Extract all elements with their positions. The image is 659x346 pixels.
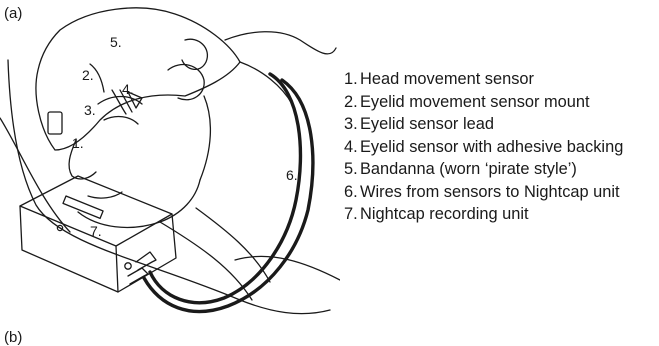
callout-6: 6. — [286, 167, 298, 183]
legend-text: Wires from sensors to Nightcap unit — [360, 181, 620, 204]
legend-number: 1. — [344, 68, 360, 91]
callout-2: 2. — [82, 67, 94, 83]
legend-number: 3. — [344, 113, 360, 136]
legend-text: Bandanna (worn ‘pirate style’) — [360, 158, 577, 181]
callout-1: 1. — [72, 135, 84, 151]
legend-number: 6. — [344, 181, 360, 204]
head-movement-sensor — [48, 112, 62, 134]
legend-item: 3.Eyelid sensor lead — [344, 113, 623, 136]
eye — [104, 117, 138, 124]
legend-text: Eyelid sensor lead — [360, 113, 494, 136]
callout-7: 7. — [90, 223, 102, 239]
legend-item: 7.Nightcap recording unit — [344, 203, 623, 226]
legend-text: Eyelid sensor with adhesive backing — [360, 136, 623, 159]
panel-label-b: (b) — [4, 330, 22, 345]
mouth — [88, 192, 122, 198]
bandanna-outline — [36, 8, 240, 150]
legend-number: 7. — [344, 203, 360, 226]
legend-item: 5.Bandanna (worn ‘pirate style’) — [344, 158, 623, 181]
sleeper-illustration: 5. 2. 3. 4. 1. 6. 7. — [0, 0, 340, 346]
jaw — [200, 96, 210, 180]
wire-inner — [144, 80, 313, 311]
legend-number: 5. — [344, 158, 360, 181]
legend-text: Nightcap recording unit — [360, 203, 529, 226]
legend-text: Eyelid movement sensor mount — [360, 91, 590, 114]
legend-item: 2.Eyelid movement sensor mount — [344, 91, 623, 114]
legend-text: Head movement sensor — [360, 68, 534, 91]
legend-item: 4.Eyelid sensor with adhesive backing — [344, 136, 623, 159]
bandanna-tail — [225, 32, 336, 54]
legend-number: 4. — [344, 136, 360, 159]
sheet-line — [235, 256, 340, 280]
legend-number: 2. — [344, 91, 360, 114]
pillow-edge — [0, 118, 70, 232]
chin — [78, 180, 200, 227]
legend-item: 6.Wires from sensors to Nightcap unit — [344, 181, 623, 204]
callout-4: 4. — [122, 81, 134, 97]
callout-3: 3. — [84, 102, 96, 118]
legend-list: 1.Head movement sensor 2.Eyelid movement… — [344, 68, 623, 226]
legend-item: 1.Head movement sensor — [344, 68, 623, 91]
callout-5: 5. — [110, 34, 122, 50]
